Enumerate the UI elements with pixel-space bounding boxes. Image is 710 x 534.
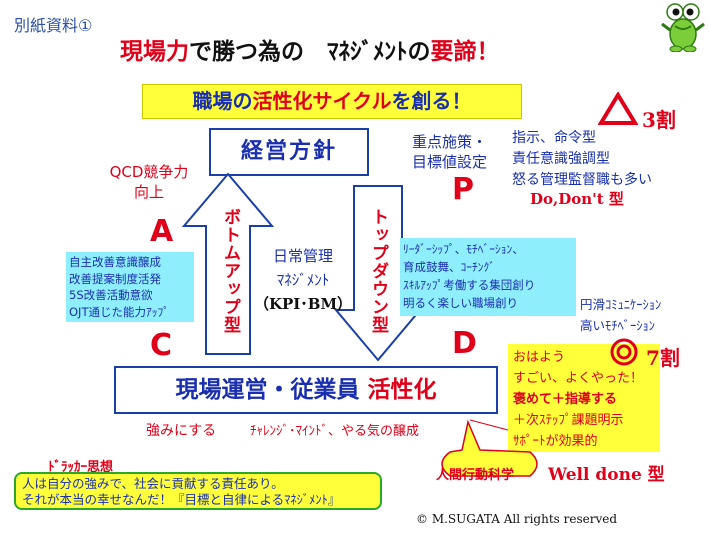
strength-label: 強みにする	[146, 423, 217, 439]
pdca-letter-p: P	[452, 172, 474, 207]
qcd-label: QCD競争力 向上	[94, 162, 204, 202]
title-part3: ﾏﾈｼﾞﾒﾝﾄ	[327, 39, 408, 65]
act-box: 自主改善意識醸成 改善提案制度活発 5S改善活動意欲 OJT通じた能力ｱｯﾌﾟ	[66, 252, 194, 322]
bubble-text: 人間行動科学	[436, 468, 515, 483]
act-item: OJT通じた能力ｱｯﾌﾟ	[69, 304, 169, 319]
banner-part1: 職場の	[192, 89, 253, 113]
directive-line1: 指示、命令型	[512, 130, 596, 146]
cycle-banner: 職場の活性化サイクルを創る！	[142, 84, 522, 119]
main-title: 現場力で勝つ為の ﾏﾈｼﾞﾒﾝﾄの要諦！	[120, 32, 500, 66]
title-part4: の	[407, 39, 431, 65]
daily-management: 日常管理 ﾏﾈｼﾞﾒﾝﾄ （KPI･BM）	[248, 244, 358, 316]
drucker-title: ﾄﾞﾗｯｶｰ思想	[48, 460, 114, 475]
communication-label: 円滑ｺﾐｭﾆｹｰｼｮﾝ 高いﾓﾁﾍﾞｰｼｮﾝ	[580, 294, 661, 336]
drucker-box: 人は自分の強みで、社会に貢献する責任あり。 それが本当の幸せなんだ！『目標と自律…	[14, 472, 382, 510]
banner-part2: 活性化サイクル	[252, 89, 392, 113]
do-item: 明るく楽しい職場創り	[403, 296, 518, 310]
pdca-letter-c: C	[150, 328, 173, 363]
management-policy-box: 経営方針	[209, 128, 369, 176]
copyright-icon: ©	[416, 512, 428, 526]
plan-line2: 目標値設定	[412, 153, 488, 171]
copyright: © M.SUGATA All rights reserved	[416, 512, 617, 526]
comm-line1: 円滑ｺﾐｭﾆｹｰｼｮﾝ	[580, 297, 662, 312]
banner-part3: を創る！	[391, 89, 472, 113]
title-part1: 現場力	[120, 39, 189, 65]
site-part2: 活性化	[367, 377, 437, 403]
comm-line2: 高いﾓﾁﾍﾞｰｼｮﾝ	[580, 318, 656, 333]
site-operation-box: 現場運営・従業員 活性化	[114, 366, 498, 414]
daily-line2: ﾏﾈｼﾞﾒﾝﾄ	[276, 271, 330, 289]
do-item: ｽｷﾙｱｯﾌﾟ考働する集団創り	[403, 278, 536, 292]
site-part1: 現場運営・従業員	[175, 377, 360, 403]
challenge-label: ﾁｬﾚﾝｼﾞ･ﾏｲﾝﾄﾞ、やる気の醸成	[250, 424, 420, 439]
daily-line1: 日常管理	[272, 247, 333, 265]
qcd-line1: QCD競争力	[109, 163, 189, 181]
act-item: 5S改善活動意欲	[69, 288, 153, 302]
page-tag: 別紙資料①	[14, 16, 93, 35]
praise-line1: おはよう	[513, 350, 566, 365]
bottom-up-label: ボトムアップ型	[220, 208, 240, 334]
triangle-rate: 3割	[642, 108, 676, 132]
welldone-type: Well done 型	[548, 465, 665, 485]
title-part2: で勝つ為の	[189, 39, 327, 65]
pdca-letter-d: D	[452, 326, 477, 361]
praise-line5: ｻﾎﾟｰﾄが効果的	[513, 434, 598, 449]
copyright-text: M.SUGATA All rights reserved	[431, 512, 618, 526]
daily-line3: （KPI･BM）	[253, 295, 353, 313]
act-item: 自主改善意識醸成	[69, 255, 161, 269]
plan-line1: 重点施策・	[412, 133, 488, 151]
frog-mascot-icon	[661, 3, 705, 52]
dodont-type: Do,Don't 型	[530, 190, 624, 208]
pdca-letter-a: A	[150, 214, 174, 249]
do-box: ﾘｰﾀﾞｰｼｯﾌﾟ、ﾓﾁﾍﾞｰｼｮﾝ、 育成鼓舞、ｺｰﾁﾝｸﾞ ｽｷﾙｱｯﾌﾟ考…	[400, 238, 576, 316]
plan-label: 重点施策・ 目標値設定	[412, 132, 487, 172]
directive-line2: 責任意識強調型	[512, 151, 610, 167]
qcd-line2: 向上	[133, 183, 164, 201]
do-item: 育成鼓舞、ｺｰﾁﾝｸﾞ	[403, 260, 495, 274]
double-circle-icon	[610, 338, 638, 366]
title-part5: 要諦！	[430, 39, 500, 65]
act-item: 改善提案制度活発	[69, 271, 161, 286]
directive-line3: 怒る管理監督職も多い	[512, 172, 652, 188]
drucker-line2: それが本当の幸せなんだ！『目標と自律によるﾏﾈｼﾞﾒﾝﾄ』	[22, 492, 341, 507]
praise-line4: ＋次ｽﾃｯﾌﾟ課題明示	[513, 413, 624, 428]
circle-rate: 7割	[646, 346, 680, 370]
do-item: ﾘｰﾀﾞｰｼｯﾌﾟ、ﾓﾁﾍﾞｰｼｮﾝ、	[403, 242, 524, 256]
praise-line2: すごい、よくやった！	[513, 371, 644, 386]
directive-style: 指示、命令型 責任意識強調型 怒る管理監督職も多い	[512, 128, 652, 191]
drucker-line1: 人は自分の強みで、社会に貢献する責任あり。	[22, 476, 284, 491]
praise-box: おはよう すごい、よくやった！ 褒めて＋指導する ＋次ｽﾃｯﾌﾟ課題明示 ｻﾎﾟ…	[508, 344, 660, 452]
praise-line3: 褒めて＋指導する	[513, 392, 618, 407]
triangle-icon	[598, 92, 638, 125]
speech-bubble	[441, 419, 538, 477]
top-down-label: トップダウン型	[368, 208, 388, 334]
